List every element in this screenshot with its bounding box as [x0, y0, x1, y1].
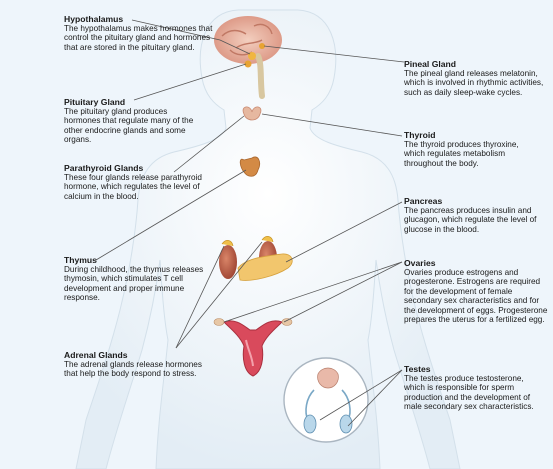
leader-lines	[95, 19, 405, 427]
label-desc: The testes produce testosterone, which i…	[404, 374, 534, 412]
label-pineal: Pineal Gland The pineal gland releases m…	[404, 59, 544, 97]
label-title: Pineal Gland	[404, 59, 457, 69]
leader-pituitary	[133, 63, 247, 101]
label-title: Thymus	[64, 255, 97, 265]
brain	[214, 16, 282, 99]
leader-hypothalamus	[131, 19, 251, 55]
label-thyroid: Thyroid The thyroid produces thyroxine, …	[404, 130, 529, 168]
leader-testes-1	[319, 369, 403, 421]
label-title: Pituitary Gland	[64, 97, 126, 107]
kidney-left	[219, 240, 237, 279]
label-desc: These four glands release parathyroid ho…	[64, 173, 202, 201]
pineal-gland	[259, 43, 265, 49]
label-title: Adrenal Glands	[64, 350, 128, 360]
leader-thyroid	[261, 113, 403, 137]
leader-parathyroid	[173, 115, 245, 173]
label-desc: Ovaries produce estrogens and progestero…	[404, 268, 548, 325]
label-pituitary: Pituitary Gland The pituitary gland prod…	[64, 97, 204, 145]
label-desc: The adrenal glands release hormones that…	[64, 360, 202, 379]
label-thymus: Thymus During childhood, the thymus rele…	[64, 255, 204, 303]
pituitary-gland	[244, 60, 252, 68]
pancreas-organ	[237, 253, 293, 281]
leader-testes-2	[347, 369, 403, 427]
label-title: Pancreas	[404, 196, 443, 206]
leader-adrenal-2	[175, 241, 263, 349]
label-title: Testes	[404, 364, 431, 374]
label-title: Parathyroid Glands	[64, 163, 144, 173]
label-ovaries: Ovaries Ovaries produce estrogens and pr…	[404, 258, 549, 324]
label-desc: The pituitary gland produces hormones th…	[64, 107, 194, 145]
label-desc: The pancreas produces insulin and glucag…	[404, 206, 537, 234]
label-title: Hypothalamus	[64, 14, 124, 24]
ovary-right	[281, 318, 293, 326]
uterus-organ	[223, 320, 283, 377]
leader-thymus	[95, 169, 247, 261]
thymus-gland	[239, 156, 260, 177]
label-desc: The thyroid produces thyroxine, which re…	[404, 140, 519, 168]
ovary-left	[213, 318, 225, 326]
label-desc: During childhood, the thymus releases th…	[64, 265, 204, 303]
thyroid-gland	[242, 106, 262, 121]
leader-adrenal	[175, 245, 225, 349]
leader-ovaries-1	[223, 261, 403, 323]
leader-pancreas	[285, 201, 403, 263]
label-parathyroid: Parathyroid Glands These four glands rel…	[64, 163, 204, 201]
label-hypothalamus: Hypothalamus The hypothalamus makes horm…	[64, 14, 214, 52]
testes-inset	[283, 357, 369, 443]
label-desc: The hypothalamus makes hormones that con…	[64, 24, 213, 52]
leader-ovaries-2	[283, 261, 403, 323]
label-pancreas: Pancreas The pancreas produces insulin a…	[404, 196, 539, 234]
label-testes: Testes The testes produce testosterone, …	[404, 364, 539, 412]
label-desc: The pineal gland releases melatonin, whi…	[404, 69, 544, 97]
label-title: Ovaries	[404, 258, 436, 268]
label-adrenal: Adrenal Glands The adrenal glands releas…	[64, 350, 204, 379]
leader-pineal	[263, 45, 405, 63]
label-title: Thyroid	[404, 130, 436, 140]
